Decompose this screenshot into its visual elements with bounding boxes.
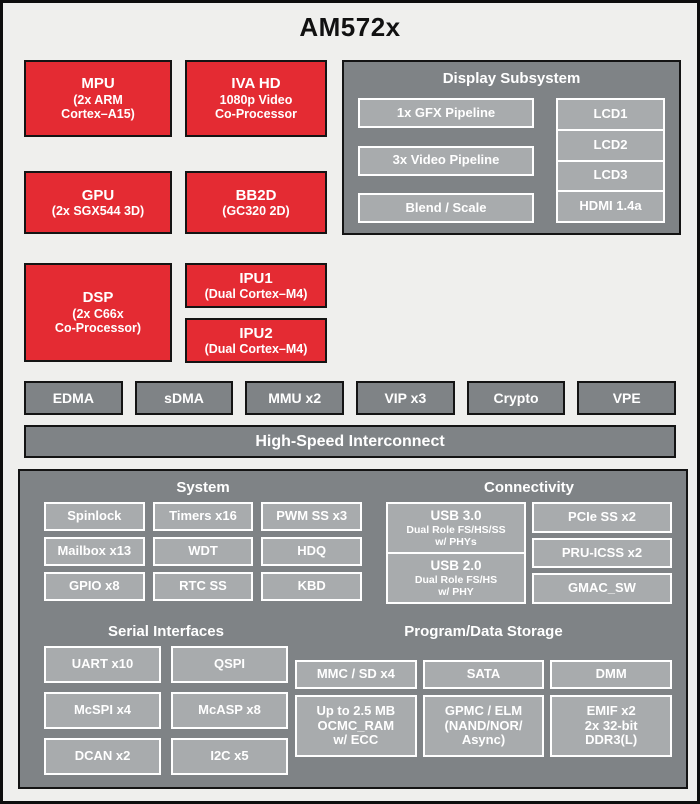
usb-column: USB 3.0 Dual Role FS/HS/SS w/ PHYs USB 2… [386, 502, 526, 604]
page-title: AM572x [299, 12, 401, 42]
peripheral-strip: EDMA sDMA MMU x2 VIP x3 Crypto VPE [24, 381, 677, 415]
block-gpu[interactable]: GPU (2x SGX544 3D) [24, 171, 172, 234]
block-emif-line2: 2x 32-bit [584, 717, 638, 733]
display-pipeline-column: 1x GFX Pipeline 3x Video Pipeline Blend … [358, 98, 534, 223]
block-mpu-line2: Cortex–A15) [61, 107, 135, 122]
serial-group-title: Serial Interfaces [108, 623, 224, 640]
display-output-column: LCD1 LCD2 LCD3 HDMI 1.4a [556, 98, 665, 223]
system-grid: Spinlock Timers x16 PWM SS x3 Mailbox x1… [44, 502, 362, 601]
display-subsystem-panel: Display Subsystem 1x GFX Pipeline 3x Vid… [342, 60, 681, 235]
block-lcd1[interactable]: LCD1 [556, 98, 665, 130]
block-rtc-ss[interactable]: RTC SS [152, 572, 254, 601]
block-mmc-sd[interactable]: MMC / SD x4 [295, 660, 417, 689]
block-high-speed-interconnect[interactable]: High-Speed Interconnect [24, 425, 676, 458]
block-gpmc-elm-line3: Async) [461, 732, 506, 748]
serial-grid: UART x10 QSPI McSPI x4 McASP x8 DCAN x2 … [44, 646, 288, 775]
block-gpu-title: GPU [81, 186, 115, 204]
storage-row-2: Up to 2.5 MB OCMC_RAM w/ ECC GPMC / ELM … [295, 695, 672, 757]
storage-row-1: MMC / SD x4 SATA DMM [295, 660, 672, 689]
block-dcan[interactable]: DCAN x2 [44, 738, 161, 775]
block-iva-hd-line1: 1080p Video [219, 92, 293, 107]
connectivity-group-title: Connectivity [483, 479, 574, 496]
block-dsp-title: DSP [82, 289, 114, 307]
block-ipu2-title: IPU2 [239, 324, 273, 342]
block-gpmc-elm-line1: GPMC / ELM [444, 702, 523, 718]
block-lcd3[interactable]: LCD3 [556, 160, 665, 192]
block-qspi[interactable]: QSPI [171, 646, 288, 683]
block-usb20-line2: w/ PHY [438, 585, 474, 598]
block-pwm-ss[interactable]: PWM SS x3 [261, 502, 362, 531]
storage-group-title: Program/Data Storage [404, 623, 563, 640]
block-uart[interactable]: UART x10 [44, 646, 161, 683]
block-bb2d[interactable]: BB2D (GC320 2D) [185, 171, 327, 234]
block-i2c[interactable]: I2C x5 [171, 738, 288, 775]
block-ipu2[interactable]: IPU2 (Dual Cortex–M4) [185, 318, 327, 363]
block-mpu-title: MPU [81, 75, 115, 93]
block-vip[interactable]: VIP x3 [356, 381, 455, 415]
block-dsp-line2: Co-Processor) [54, 321, 142, 336]
block-iva-hd-title: IVA HD [231, 75, 281, 93]
block-crypto[interactable]: Crypto [466, 381, 566, 415]
block-usb30-line1: Dual Role FS/HS/SS [406, 523, 506, 536]
block-ocmc-ram-line3: w/ ECC [333, 732, 379, 748]
block-vpe[interactable]: VPE [577, 381, 677, 415]
system-group-title: System [176, 479, 230, 496]
block-mpu[interactable]: MPU (2x ARM Cortex–A15) [24, 60, 172, 137]
block-ocmc-ram-line1: Up to 2.5 MB [316, 702, 396, 718]
block-mailbox[interactable]: Mailbox x13 [44, 537, 145, 566]
block-edma[interactable]: EDMA [24, 381, 123, 415]
connectivity-column: PCIe SS x2 PRU-ICSS x2 GMAC_SW [532, 502, 672, 605]
connectivity-group: USB 3.0 Dual Role FS/HS/SS w/ PHYs USB 2… [386, 502, 672, 605]
block-dsp[interactable]: DSP (2x C66x Co-Processor) [24, 263, 172, 362]
block-iva-hd[interactable]: IVA HD 1080p Video Co-Processor [185, 60, 327, 137]
block-timers[interactable]: Timers x16 [152, 502, 254, 531]
block-mcspi[interactable]: McSPI x4 [44, 692, 161, 729]
block-pru-icss[interactable]: PRU-ICSS x2 [532, 537, 672, 569]
block-mpu-line1: (2x ARM [73, 92, 123, 107]
block-usb20-title: USB 2.0 [430, 558, 482, 574]
block-pcie-ss[interactable]: PCIe SS x2 [532, 502, 672, 533]
block-bb2d-line1: (GC320 2D) [222, 203, 290, 218]
block-usb30-line2: w/ PHYs [435, 535, 477, 548]
block-sata[interactable]: SATA [422, 660, 545, 689]
block-gpmc-elm[interactable]: GPMC / ELM (NAND/NOR/ Async) [422, 695, 545, 757]
block-kbd[interactable]: KBD [261, 572, 362, 601]
block-lcd2[interactable]: LCD2 [556, 129, 665, 161]
block-mmu[interactable]: MMU x2 [245, 381, 345, 415]
block-gpu-line1: (2x SGX544 3D) [51, 203, 145, 218]
block-video-pipeline[interactable]: 3x Video Pipeline [358, 145, 534, 176]
block-blend-scale[interactable]: Blend / Scale [358, 193, 534, 223]
block-ipu1-title: IPU1 [239, 269, 273, 287]
block-usb30-title: USB 3.0 [430, 508, 482, 524]
block-hdmi[interactable]: HDMI 1.4a [556, 191, 665, 223]
block-usb20-line1: Dual Role FS/HS [414, 573, 498, 586]
peripherals-panel: System Connectivity Serial Interfaces Pr… [18, 469, 688, 789]
block-iva-hd-line2: Co-Processor [215, 107, 297, 122]
block-gpio[interactable]: GPIO x8 [44, 572, 145, 601]
block-usb20[interactable]: USB 2.0 Dual Role FS/HS w/ PHY [386, 553, 526, 604]
block-ocmc-ram-line2: OCMC_RAM [317, 717, 395, 733]
storage-group: MMC / SD x4 SATA DMM Up to 2.5 MB OCMC_R… [295, 660, 672, 757]
block-bb2d-title: BB2D [235, 186, 277, 204]
block-emif-line3: DDR3(L) [585, 732, 638, 748]
block-ipu1-line1: (Dual Cortex–M4) [204, 286, 308, 301]
block-mcasp[interactable]: McASP x8 [171, 692, 288, 729]
block-gfx-pipeline[interactable]: 1x GFX Pipeline [358, 98, 534, 128]
block-gpmc-elm-line2: (NAND/NOR/ [444, 717, 523, 733]
block-emif[interactable]: EMIF x2 2x 32-bit DDR3(L) [550, 695, 672, 757]
block-wdt[interactable]: WDT [152, 537, 254, 566]
block-ipu2-line1: (Dual Cortex–M4) [204, 341, 308, 356]
block-gmac-sw[interactable]: GMAC_SW [532, 573, 672, 605]
block-dsp-line1: (2x C66x [72, 306, 124, 321]
block-spinlock[interactable]: Spinlock [44, 502, 145, 531]
block-sdma[interactable]: sDMA [134, 381, 234, 415]
display-subsystem-title: Display Subsystem [442, 70, 581, 87]
block-ipu1[interactable]: IPU1 (Dual Cortex–M4) [185, 263, 327, 308]
block-dmm[interactable]: DMM [550, 660, 672, 689]
block-usb30[interactable]: USB 3.0 Dual Role FS/HS/SS w/ PHYs [386, 502, 526, 553]
block-ocmc-ram[interactable]: Up to 2.5 MB OCMC_RAM w/ ECC [295, 695, 417, 757]
block-hdq[interactable]: HDQ [261, 537, 362, 566]
block-emif-line1: EMIF x2 [586, 702, 636, 718]
